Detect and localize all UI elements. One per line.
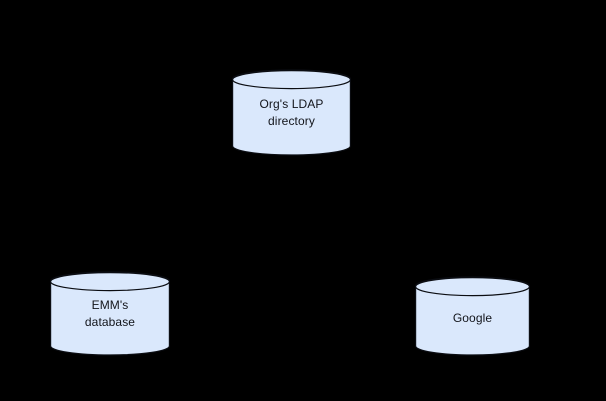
node-google[interactable]: Google <box>414 276 531 356</box>
cylinder-shape-google <box>414 276 531 356</box>
cylinder-shape-ldap <box>231 69 352 156</box>
cylinder-shape-emm <box>49 271 171 356</box>
node-emms-database[interactable]: EMM's database <box>49 271 171 356</box>
node-orgs-ldap-directory[interactable]: Org's LDAP directory <box>231 69 352 156</box>
